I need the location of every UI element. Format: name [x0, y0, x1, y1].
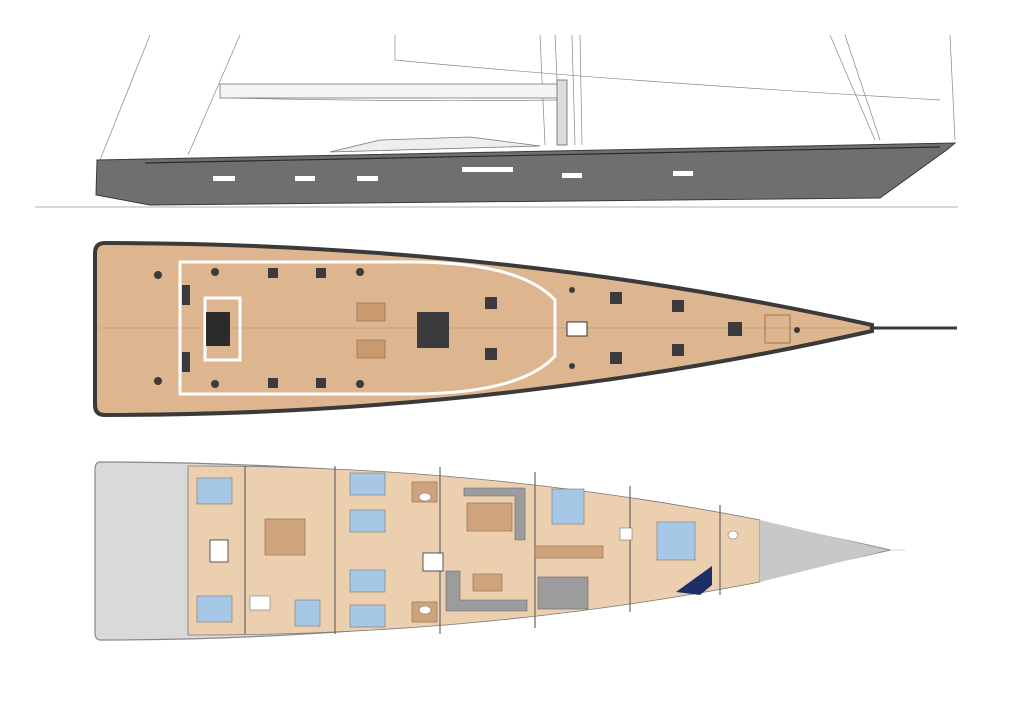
hatch	[417, 312, 449, 348]
deck-outline	[93, 240, 874, 418]
deck-plan	[93, 240, 957, 418]
winches	[154, 268, 800, 388]
boom	[219, 83, 566, 99]
anchor-locker	[764, 314, 791, 344]
hull-windows	[213, 167, 693, 181]
heads	[249, 492, 739, 615]
foredeck-hatch	[566, 321, 588, 337]
side-profile	[35, 34, 958, 208]
deck-hatches	[182, 268, 742, 388]
mast	[556, 79, 568, 146]
sofas	[445, 487, 589, 612]
navy-accent-berth	[676, 566, 712, 595]
companionway-stairs	[422, 552, 444, 572]
cockpit-table	[356, 302, 386, 322]
sheer-line	[144, 146, 941, 164]
berths	[196, 472, 696, 628]
forepeak	[760, 520, 888, 582]
cockpit-table	[356, 339, 386, 359]
deckhouse	[329, 136, 541, 153]
nav-station-stairs	[209, 539, 229, 563]
bulkheads	[244, 466, 721, 634]
cockpit	[203, 296, 242, 362]
helm-pedestal	[206, 312, 230, 346]
hull	[95, 142, 957, 206]
interior-layout	[94, 461, 905, 641]
coachroof	[178, 260, 557, 396]
